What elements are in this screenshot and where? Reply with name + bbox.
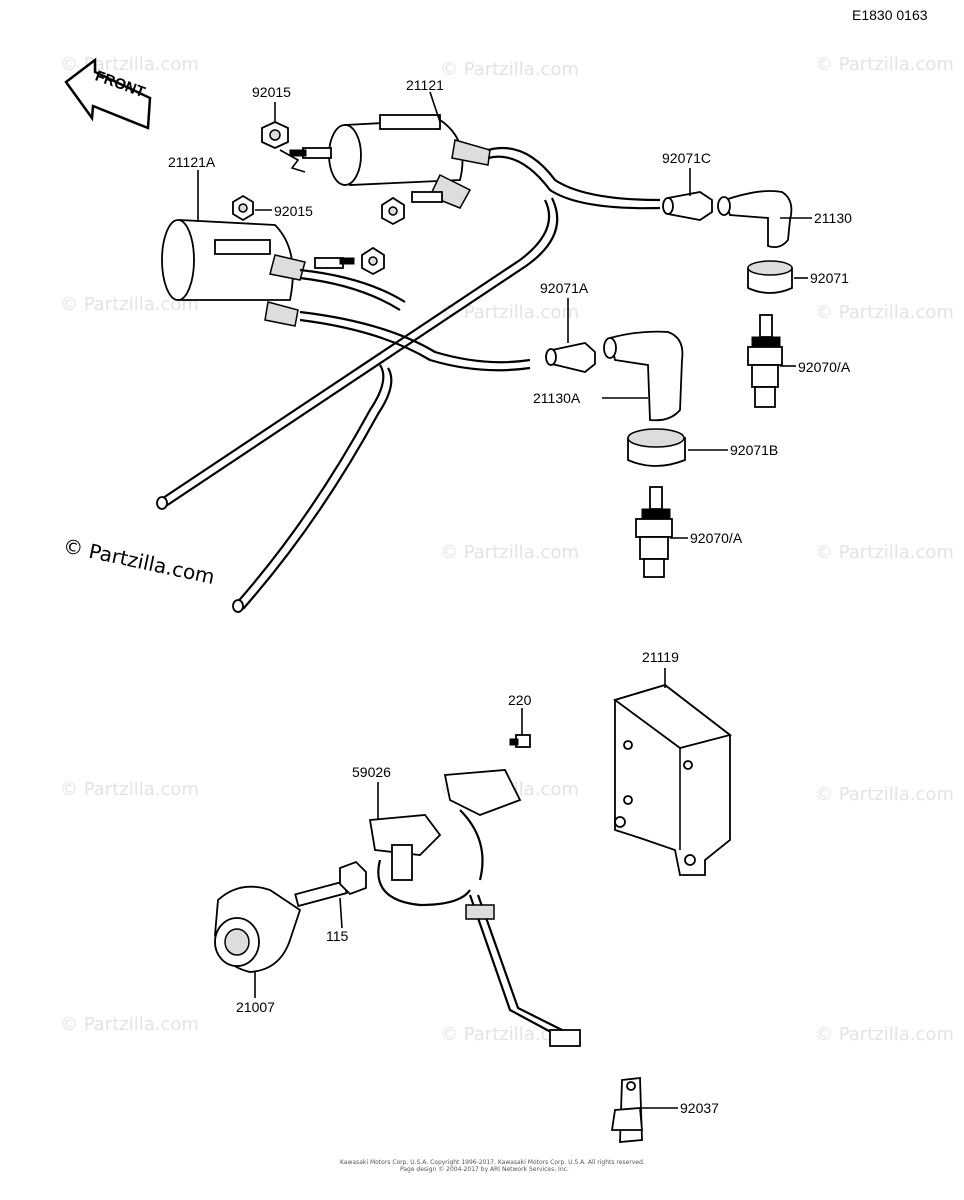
seal-92071B <box>627 428 686 467</box>
leader-lines <box>197 91 812 1109</box>
plug-cap-21130 <box>717 190 793 249</box>
spark-plug-lower <box>635 486 673 578</box>
nut-92015-top <box>261 121 289 149</box>
leader-92015 <box>279 149 306 173</box>
label-92037[interactable]: 92037 <box>680 1100 719 1116</box>
label-92071B[interactable]: 92071B <box>730 442 778 458</box>
ht-lead-upper <box>487 146 661 210</box>
spark-plug-upper <box>747 314 783 408</box>
label-92015-mid[interactable]: 92015 <box>274 203 313 219</box>
watermark: © Partzilla.com <box>440 542 579 563</box>
ic-igniter-21119 <box>613 684 733 876</box>
watermark: © Partzilla.com <box>440 59 579 80</box>
label-115[interactable]: 115 <box>326 928 349 944</box>
label-92071[interactable]: 92071 <box>810 270 849 286</box>
label-21130A[interactable]: 21130A <box>533 390 581 406</box>
label-92070A-upper[interactable]: 92070/A <box>798 359 851 375</box>
watermark: © Partzilla.com <box>815 1024 954 1045</box>
label-92071C[interactable]: 92071C <box>662 150 711 166</box>
label-21007[interactable]: 21007 <box>236 999 275 1015</box>
wire-conduit <box>156 197 559 613</box>
label-220[interactable]: 220 <box>508 692 532 708</box>
watermark: © Partzilla.com <box>60 1014 199 1035</box>
pickup-coil-59026 <box>368 769 581 1047</box>
diagram-code: E1830 0163 <box>852 7 928 23</box>
partzilla-watermark: © Partzilla.com <box>61 533 217 589</box>
label-21119[interactable]: 21119 <box>642 649 679 665</box>
copyright-line-2: Page design © 2004-2017 by ARI Network S… <box>400 1166 569 1173</box>
part-labels: 92015 21121 21121A 92015 92071C 21130 92… <box>168 77 852 1116</box>
watermark-grid: © Partzilla.com © Partzilla.com © Partzi… <box>60 54 954 1045</box>
watermark: © Partzilla.com <box>815 784 954 805</box>
ignition-coil-21121A <box>161 219 355 327</box>
seal-92071 <box>747 260 793 294</box>
watermark: © Partzilla.com <box>440 302 579 323</box>
watermark: © Partzilla.com <box>60 779 199 800</box>
label-92070A-lower[interactable]: 92070/A <box>690 530 743 546</box>
watermark: © Partzilla.com <box>60 294 199 315</box>
clamp-92037 <box>610 1076 643 1143</box>
watermark: © Partzilla.com <box>815 302 954 323</box>
watermark: © Partzilla.com <box>815 542 954 563</box>
bolt-220 <box>509 734 531 748</box>
label-21121A[interactable]: 21121A <box>168 154 216 170</box>
label-92015-top[interactable]: 92015 <box>252 84 291 100</box>
label-59026[interactable]: 59026 <box>352 764 391 780</box>
nut-upper-coil <box>381 196 405 226</box>
label-21130[interactable]: 21130 <box>814 210 852 226</box>
nut-lower-coil <box>361 246 385 276</box>
nut-92015-mid <box>232 194 254 222</box>
watermark: © Partzilla.com <box>815 54 954 75</box>
copyright-line-1: Kawasaki Motors Corp. U.S.A. Copyright 1… <box>340 1159 645 1166</box>
bolt-115 <box>294 860 367 908</box>
cap-92071C <box>662 191 713 221</box>
ignition-coil-21121 <box>289 114 491 209</box>
label-21121[interactable]: 21121 <box>406 77 444 93</box>
label-92071A[interactable]: 92071A <box>540 280 589 296</box>
plug-cap-21130A <box>603 330 684 422</box>
rotor-21007 <box>214 885 302 973</box>
ht-lead-lower <box>299 268 531 372</box>
cap-92071A <box>545 342 596 373</box>
